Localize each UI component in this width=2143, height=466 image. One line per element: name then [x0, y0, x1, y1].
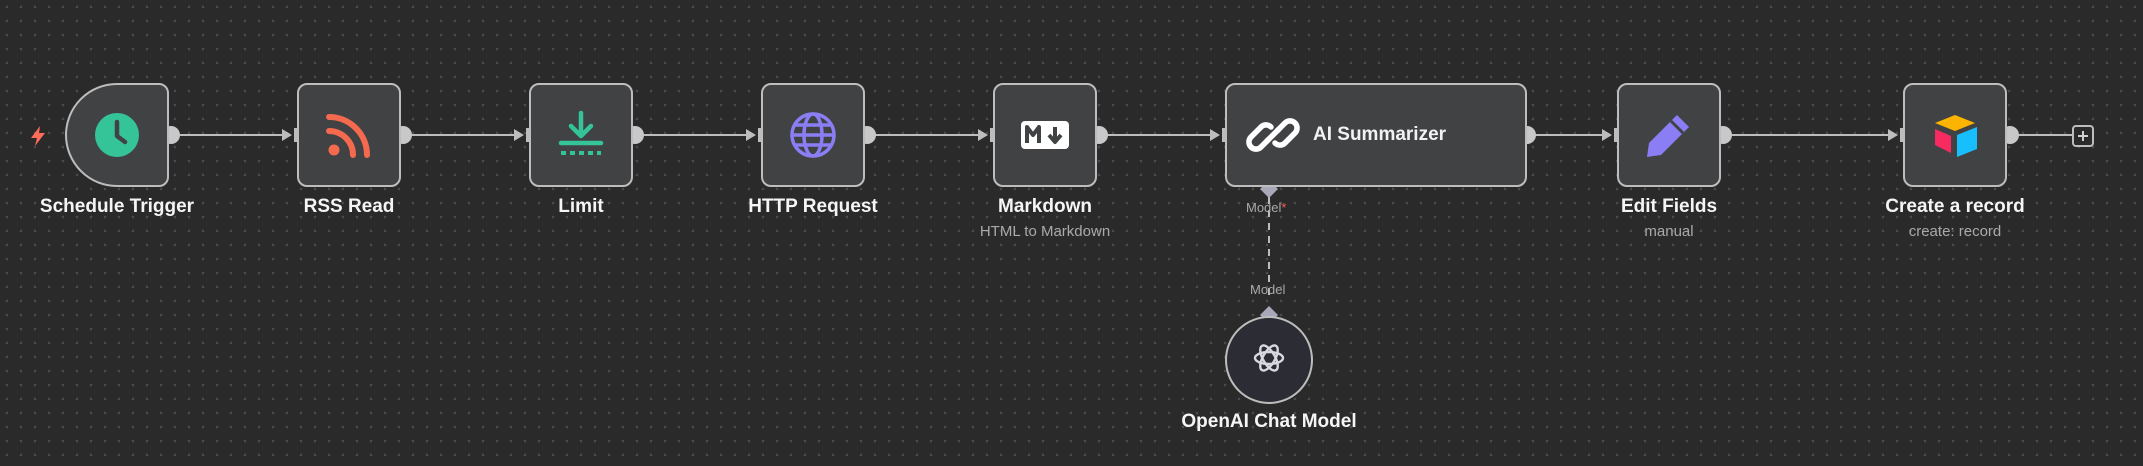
openai-icon — [1250, 339, 1288, 382]
rss-icon — [321, 107, 377, 163]
node-rss-read[interactable] — [297, 83, 401, 187]
pencil-icon — [1641, 107, 1697, 163]
model-input-label: Model* — [1246, 200, 1287, 215]
node-label: Edit Fields — [1620, 196, 1718, 217]
download-limit-icon — [553, 107, 609, 163]
node-label: HTTP Request — [748, 196, 878, 217]
node-label: Schedule Trigger — [39, 196, 195, 217]
node-label: Limit — [558, 196, 604, 217]
node-label: Markdown — [998, 196, 1092, 217]
node-label: OpenAI Chat Model — [1181, 411, 1357, 432]
trigger-bolt-icon — [31, 126, 45, 146]
node-schedule-trigger[interactable] — [65, 83, 169, 187]
node-label: Create a record — [1885, 196, 2025, 217]
node-ai-summarizer[interactable]: AI Summarizer — [1225, 83, 1527, 187]
node-limit[interactable] — [529, 83, 633, 187]
node-title: AI Summarizer — [1313, 124, 1447, 145]
node-http-request[interactable] — [761, 83, 865, 187]
node-subtitle: manual — [1644, 223, 1694, 240]
node-markdown[interactable] — [993, 83, 1097, 187]
airtable-icon — [1927, 107, 1983, 163]
model-output-label: Model — [1250, 282, 1286, 297]
node-edit-fields[interactable] — [1617, 83, 1721, 187]
globe-icon — [785, 107, 841, 163]
node-label: RSS Read — [303, 196, 395, 217]
node-create-record[interactable] — [1903, 83, 2007, 187]
node-openai-chat-model[interactable] — [1225, 316, 1313, 404]
required-mark: * — [1281, 200, 1287, 215]
clock-icon — [89, 107, 145, 163]
node-subtitle: create: record — [1908, 223, 2002, 240]
node-subtitle: HTML to Markdown — [979, 223, 1111, 240]
add-node-button[interactable] — [2072, 125, 2094, 147]
chain-link-icon — [1245, 107, 1301, 163]
plus-icon — [2078, 131, 2088, 141]
markdown-icon — [1017, 107, 1073, 163]
